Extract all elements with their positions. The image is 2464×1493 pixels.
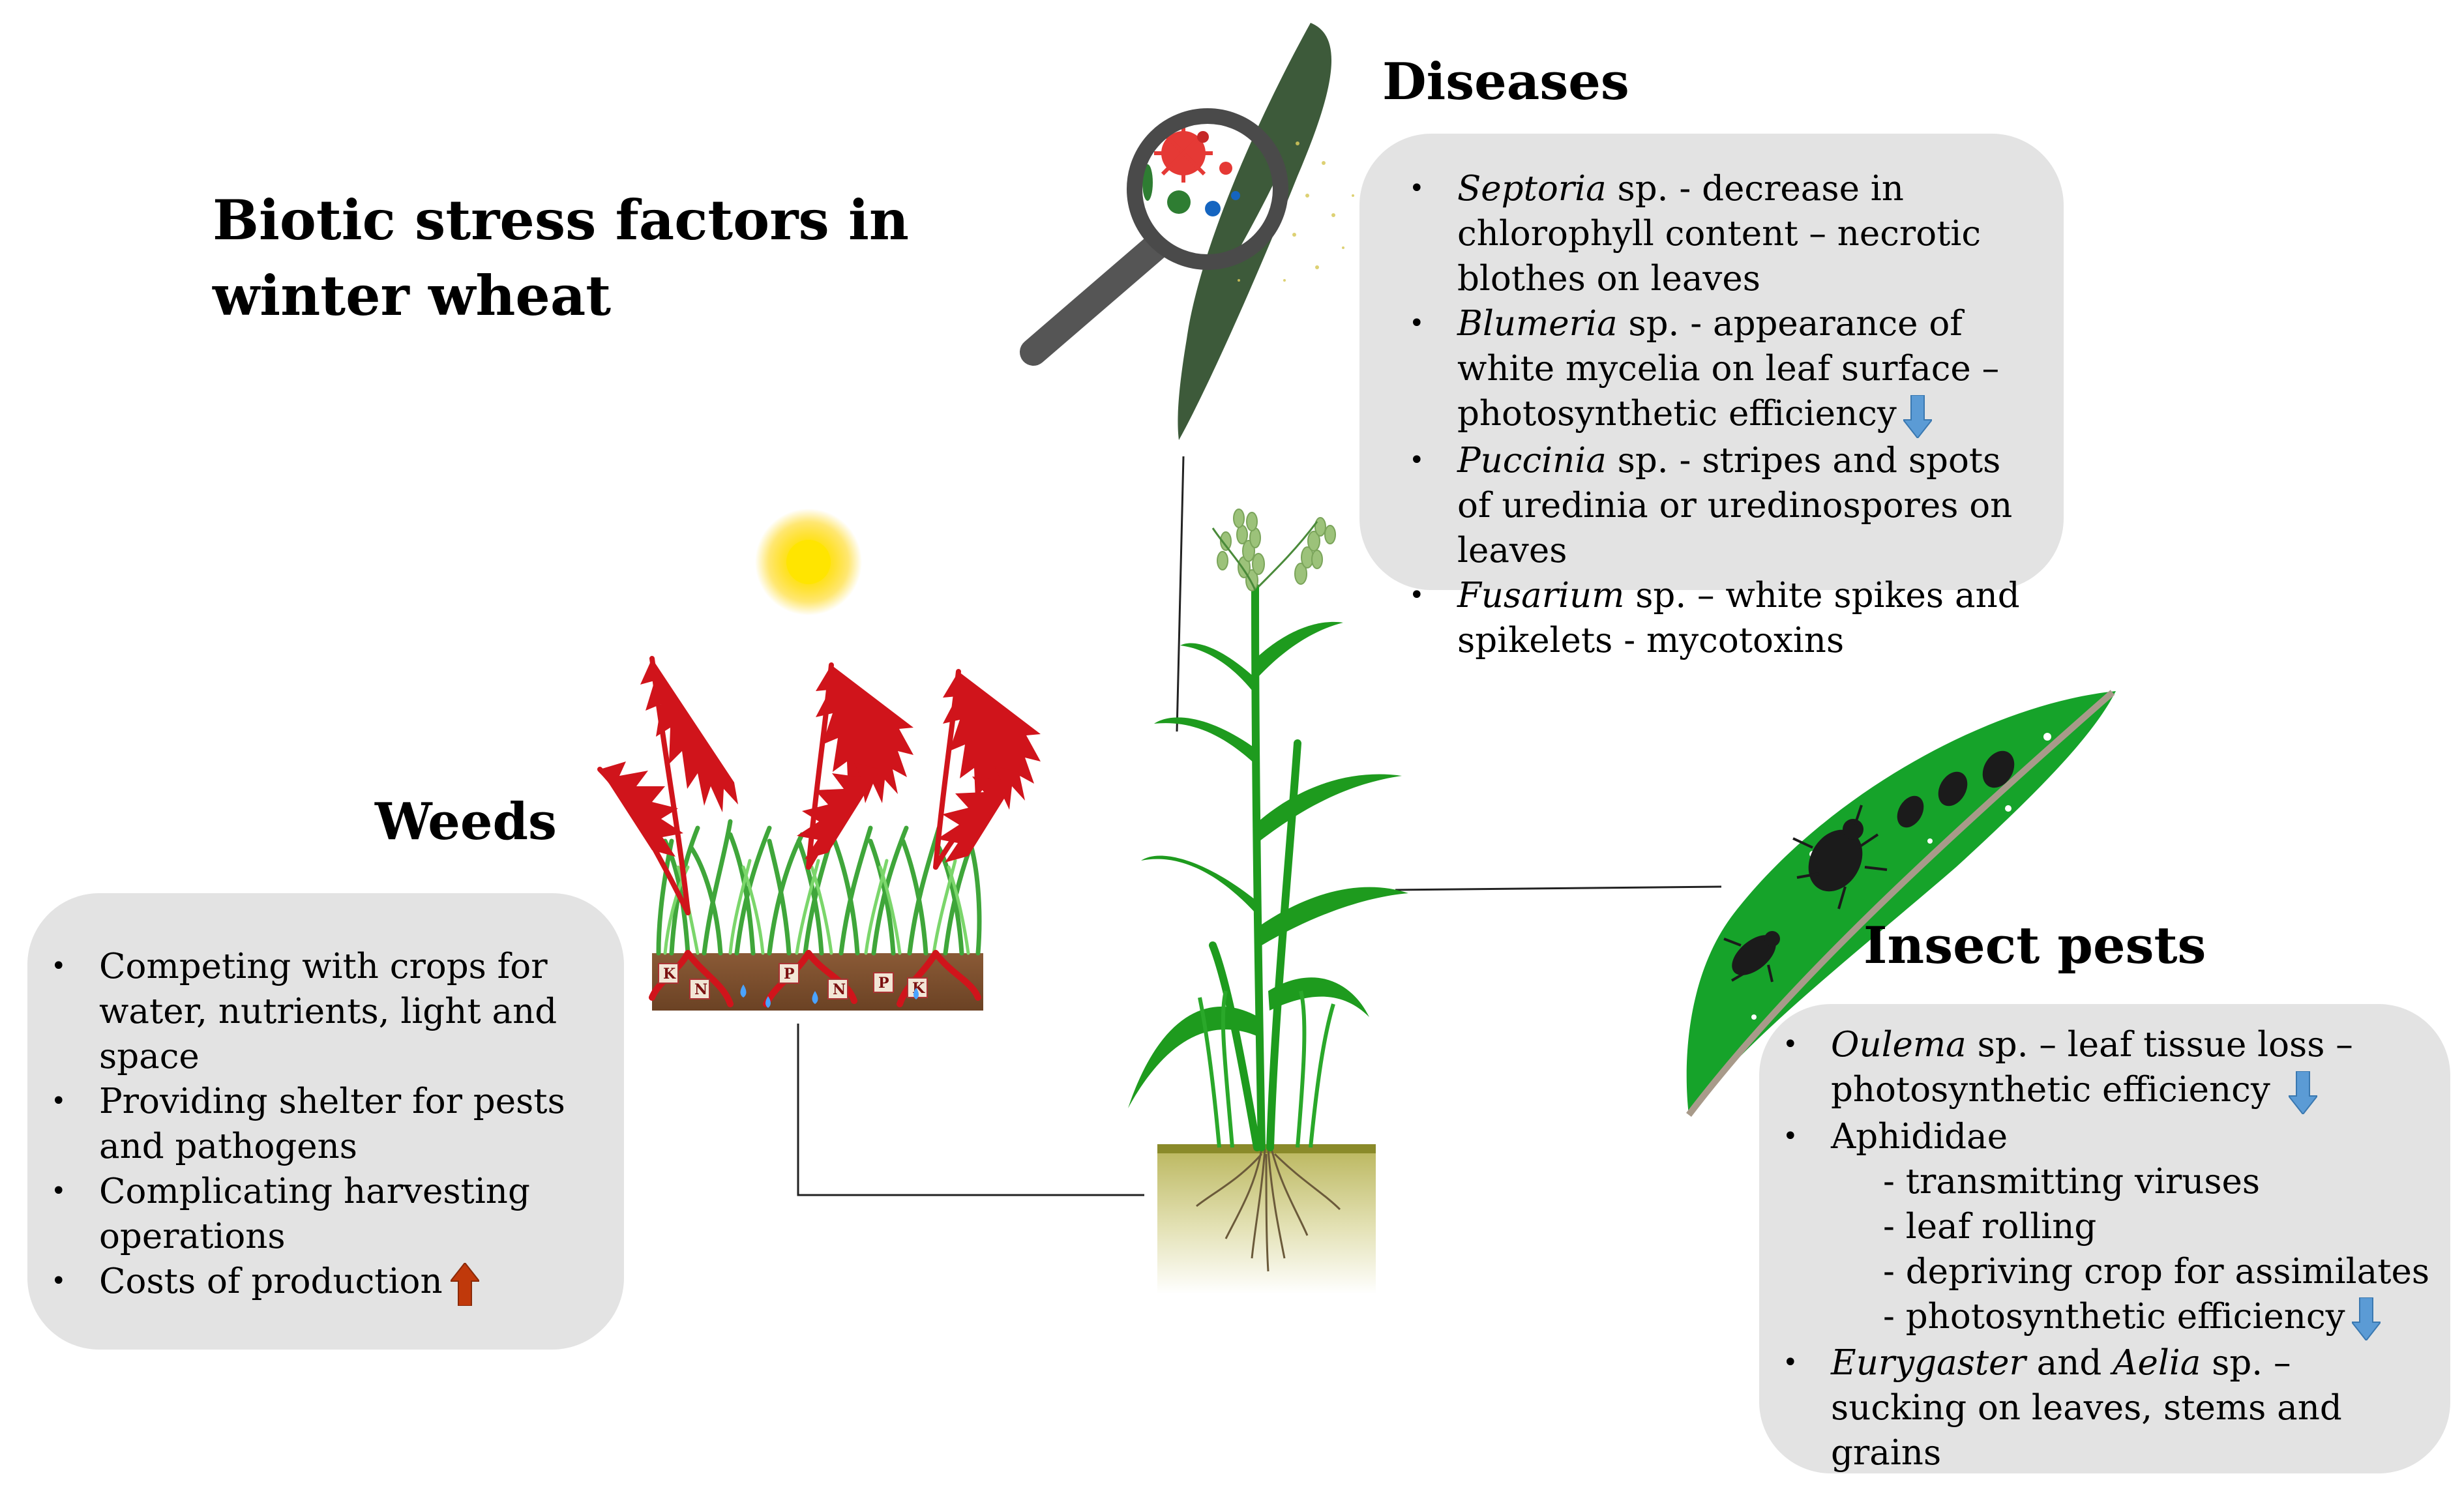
diseases-box: •Septoria sp. - decrease in chlorophyll … xyxy=(1359,134,2064,660)
nutrient-label: P xyxy=(878,975,889,992)
aphid-effect: - photosynthetic efficiency xyxy=(1779,1294,2437,1340)
weeds-box: •Competing with crops for water, nutrien… xyxy=(27,893,624,1350)
title-line-1: Biotic stress factors in xyxy=(213,188,909,252)
disease-description: sp. – white spikes and spikelets - mycot… xyxy=(1457,575,2020,660)
weed-item-text: Providing shelter for pests and pathogen… xyxy=(99,1082,565,1166)
weed-item: •Costs of production xyxy=(47,1259,611,1306)
genus-name: Blumeria xyxy=(1457,304,1618,344)
virus-icon xyxy=(1154,124,1213,183)
nutrient-label: K xyxy=(663,966,676,983)
genus-name: Eurygaster xyxy=(1831,1343,2026,1383)
arrow-up-icon xyxy=(450,1262,479,1306)
genus-name: Oulema xyxy=(1831,1025,1967,1065)
disease-item-septoria: •Septoria sp. - decrease in chlorophyll … xyxy=(1409,169,1982,299)
arrow-down-icon xyxy=(2288,1071,2317,1114)
disease-description: sp. - stripes and spots of uredinia or u… xyxy=(1457,440,2013,570)
disease-item-fusarium: •Fusarium sp. – white spikes and spikele… xyxy=(1409,575,2020,660)
aphid-effect: - depriving crop for assimilates xyxy=(1779,1249,2437,1294)
wheat-spike-icon xyxy=(1217,509,1336,591)
aphid-effect-text: - depriving crop for assimilates xyxy=(1883,1251,2430,1292)
aphid-effect-text: - transmitting viruses xyxy=(1883,1161,2261,1202)
insect-pests-list: •Oulema sp. – leaf tissue loss – photosy… xyxy=(1779,1022,2437,1475)
weeds-heading: Weeds xyxy=(375,792,557,851)
magnifier-icon xyxy=(1020,108,1288,366)
genus-name: Aelia xyxy=(2113,1343,2201,1383)
weed-item-text: Competing with crops for water, nutrient… xyxy=(99,947,557,1076)
aphid-effect-text: - leaf rolling xyxy=(1883,1206,2097,1247)
page-title: Biotic stress factors in winter wheat xyxy=(213,183,909,334)
disease-description: sp. - appearance of white mycelia on lea… xyxy=(1457,304,2000,434)
title-line-2: winter wheat xyxy=(213,263,612,328)
insect-pests-heading: Insect pests xyxy=(1863,916,2206,975)
diseases-heading: Diseases xyxy=(1382,52,1629,111)
insect-item-eurygaster-aelia: •Eurygaster and Aelia sp. – sucking on l… xyxy=(1783,1343,2342,1473)
nutrient-label: N xyxy=(833,981,846,998)
insect-icon xyxy=(1732,750,2015,975)
weed-item-text: Complicating harvesting operations xyxy=(99,1172,530,1256)
disease-description: sp. - decrease in chlorophyll content – … xyxy=(1457,169,1982,299)
conjunction: and xyxy=(2025,1343,2113,1383)
weeds-list: •Competing with crops for water, nutrien… xyxy=(47,944,611,1306)
weed-item: •Complicating harvesting operations xyxy=(51,1172,530,1256)
arrow-down-icon xyxy=(1903,394,1932,438)
aphid-effect: - leaf rolling xyxy=(1779,1204,2437,1249)
insect-item-oulema: •Oulema sp. – leaf tissue loss – photosy… xyxy=(1779,1022,2437,1114)
insect-pests-box: •Oulema sp. – leaf tissue loss – photosy… xyxy=(1759,1004,2450,1473)
aphid-effect-text: - photosynthetic efficiency xyxy=(1883,1296,2345,1337)
genus-name: Puccinia xyxy=(1457,440,1607,480)
diseases-list: •Septoria sp. - decrease in chlorophyll … xyxy=(1405,166,2044,663)
connector-lines xyxy=(797,456,1722,1196)
insect-family: Aphididae xyxy=(1831,1116,2008,1157)
nutrient-label: P xyxy=(784,966,795,983)
insect-description: sp. – leaf tissue loss – photosynthetic … xyxy=(1831,1025,2353,1110)
sun-icon xyxy=(755,509,862,615)
disease-item-puccinia: •Puccinia sp. - stripes and spots of ure… xyxy=(1409,440,2013,570)
genus-name: Septoria xyxy=(1457,169,1607,209)
insect-description: sp. – sucking on leaves, stems and grain… xyxy=(1831,1343,2342,1473)
disease-item-blumeria: •Blumeria sp. - appearance of white myce… xyxy=(1405,301,2044,438)
wheat-plant-illustration xyxy=(1128,509,1408,1294)
weed-item-text: Costs of production xyxy=(99,1262,443,1301)
weed-item: •Providing shelter for pests and pathoge… xyxy=(51,1082,565,1166)
nutrient-label: N xyxy=(694,981,707,998)
genus-name: Fusarium xyxy=(1457,575,1625,615)
insect-item-aphididae: •Aphididae xyxy=(1783,1116,2008,1157)
aphid-effect: - transmitting viruses xyxy=(1779,1159,2437,1204)
weed-item: •Competing with crops for water, nutrien… xyxy=(51,947,557,1076)
insect-leaf-icon xyxy=(1686,690,2116,1117)
arrow-down-icon xyxy=(2351,1297,2381,1340)
